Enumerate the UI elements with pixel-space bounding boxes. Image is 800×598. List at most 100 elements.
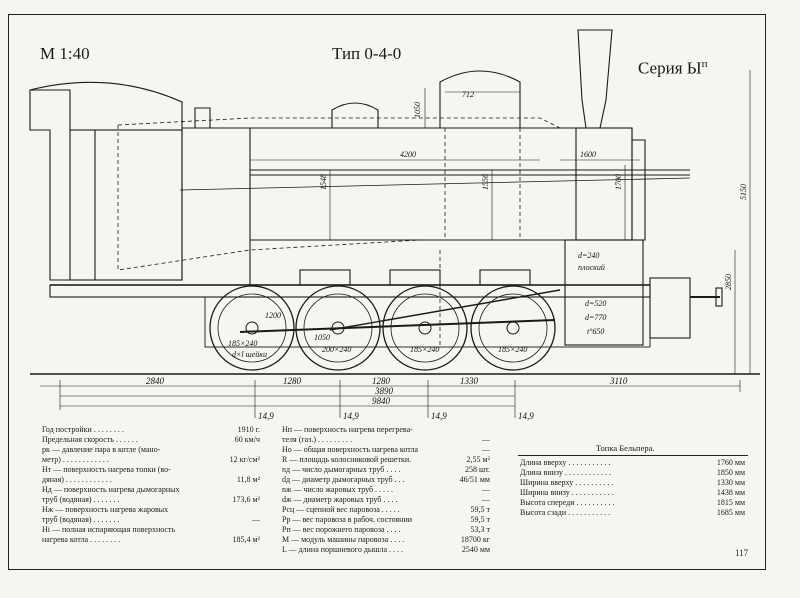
dim-14-9-b: 14,9 [343, 411, 359, 421]
spec-value: 11,8 м² [236, 475, 260, 484]
coupling-rod [239, 319, 556, 333]
dim-712: 712 [462, 90, 474, 99]
spec-label: Длина вверху . . . . . . . . . . . [520, 458, 611, 467]
locomotive-outline [29, 29, 760, 375]
dim-3890: 3890 [374, 386, 394, 396]
spec-label: Hо — общая поверхность нагрева котла [282, 445, 419, 454]
driving-wheels [209, 285, 561, 371]
dim-14-9-d: 14,9 [518, 411, 534, 421]
wheel-4-rim [478, 293, 548, 363]
spec-label: Длина внизу . . . . . . . . . . . . [520, 468, 611, 477]
journal-185x240-a: 185×240 [228, 339, 257, 348]
spec-value: 59,5 т [470, 505, 491, 514]
series-superscript: п [701, 58, 708, 70]
spec-value: 1438 мм [716, 488, 745, 497]
wheel-1 [209, 285, 295, 371]
spec-value: 60 км/ч [234, 435, 260, 444]
journal-185x240-b: 185×240 [410, 345, 439, 354]
spec-value: 1850 мм [716, 468, 745, 477]
dim-1050-wheel: 1050 [314, 333, 330, 342]
wheel-4 [470, 285, 556, 371]
dim-14-9-c: 14,9 [431, 411, 447, 421]
dim-d240: d=240 [578, 251, 599, 260]
dim-d520: d=520 [585, 299, 606, 308]
wheel-1-rim [217, 293, 287, 363]
spec-value: 1910 г. [237, 425, 260, 434]
spec-value: 1330 мм [716, 478, 745, 487]
spec-value: — [482, 435, 490, 444]
dim-3110: 3110 [609, 376, 628, 386]
scale-label: М 1:40 [40, 44, 90, 63]
dim-9840: 9840 [372, 396, 391, 406]
spec-label: Ширина внизу . . . . . . . . . . . [520, 488, 614, 497]
dim-1556: 1556 [481, 174, 490, 190]
spec-label: дяная) . . . . . . . . . . . . [42, 475, 112, 484]
spec-value: — [482, 495, 490, 504]
spec-label: Hi — полная испаряющая поверхность [42, 525, 176, 534]
wheel-3-rim [390, 293, 460, 363]
journal-185x240-c: 185×240 [498, 345, 527, 354]
spec-label: труб (водяная) . . . . . . . [42, 515, 120, 524]
spec-label: dд — диаметр дымогарных труб . . . [282, 475, 405, 484]
label-flat: плоский [578, 263, 605, 272]
spec-label: L — длина поршневого дышла . . . . [282, 545, 403, 554]
dim-14-9-a: 14,9 [258, 411, 274, 421]
spec-label: nд — число дымогарных труб . . . . [282, 465, 401, 474]
wheel-2 [295, 285, 381, 371]
dim-1330: 1330 [460, 376, 479, 386]
spec-value: 59,5 т [470, 515, 491, 524]
spec-label: теля (газ.) . . . . . . . . . [282, 435, 353, 444]
spec-label: Ширина вверху . . . . . . . . . . [520, 478, 614, 487]
spec-label: Hт — поверхность нагрева топки (во- [42, 465, 171, 474]
wheel-arrangement-label: Тип 0-4-0 [332, 44, 402, 63]
dim-t650: t°650 [587, 327, 604, 336]
spec-value: 1760 мм [716, 458, 745, 467]
wheel-3-hub [418, 321, 432, 335]
spec-label: dж — диаметр жаровых труб . . . . [282, 495, 398, 504]
spec-value: 2,55 м² [466, 455, 490, 464]
wheel-3 [382, 285, 468, 371]
hidden-lines [117, 117, 561, 345]
spec-value: — [482, 445, 490, 454]
spec-label: Hп — поверхность нагрева перегрева- [282, 425, 413, 434]
spec-label: метр) . . . . . . . . . . . . [42, 455, 109, 464]
spec-value: — [482, 485, 490, 494]
label-axle-journal: d×l шейки [232, 350, 267, 359]
dim-5150: 5150 [739, 184, 748, 200]
dim-1548: 1548 [319, 174, 328, 190]
spec-label: Предельная скорость . . . . . . [42, 435, 138, 444]
dim-1600: 1600 [580, 150, 596, 159]
dim-2850: 2850 [724, 274, 733, 290]
spec-label: Высота сзади . . . . . . . . . . . [520, 508, 611, 517]
belpaire-title: Топка Бельпера. [596, 443, 655, 453]
dim-1050: 1050 [413, 102, 422, 118]
dim-4200: 4200 [400, 150, 416, 159]
spec-label: Pр — вес паровоза в рабоч. состоянии [282, 515, 413, 524]
spec-value: 1815 мм [716, 498, 745, 507]
spec-label: Hд — поверхность нагрева дымогарных [42, 485, 180, 494]
specs-left: Год постройки . . . . . . . .1910 г.Пред… [42, 425, 262, 550]
spec-value: 173,6 м² [232, 495, 260, 504]
series-label: Серия Ып [638, 58, 707, 79]
wheel-4-hub [506, 321, 520, 335]
drawing-frame [8, 14, 766, 570]
dim-1200: 1200 [265, 311, 281, 320]
spec-label: нагрева котла . . . . . . . . [42, 535, 121, 544]
spec-value: 258 шт. [464, 465, 490, 474]
dim-1280-a: 1280 [283, 376, 302, 386]
spec-label: Hж — поверхность нагрева жаровых [42, 505, 169, 514]
spec-label: M — модуль машины паровоза . . . . [282, 535, 405, 544]
dim-2840: 2840 [146, 376, 165, 386]
belpaire-divider [518, 455, 748, 456]
spec-value: 2540 мм [461, 545, 490, 554]
series-text: Серия Ы [638, 58, 702, 78]
spec-label: nж — число жаровых труб . . . . . [282, 485, 394, 494]
piston-rod [329, 289, 561, 331]
dim-1280-b: 1280 [372, 376, 391, 386]
spec-value: 12 кг/см² [229, 455, 260, 464]
wheel-2-rim [303, 293, 373, 363]
spec-value: 1685 мм [716, 508, 745, 517]
spec-label: Высота спереди . . . . . . . . . . [520, 498, 615, 507]
spec-label: Pсц — сцепной вес паровоза . . . . . [282, 505, 400, 514]
